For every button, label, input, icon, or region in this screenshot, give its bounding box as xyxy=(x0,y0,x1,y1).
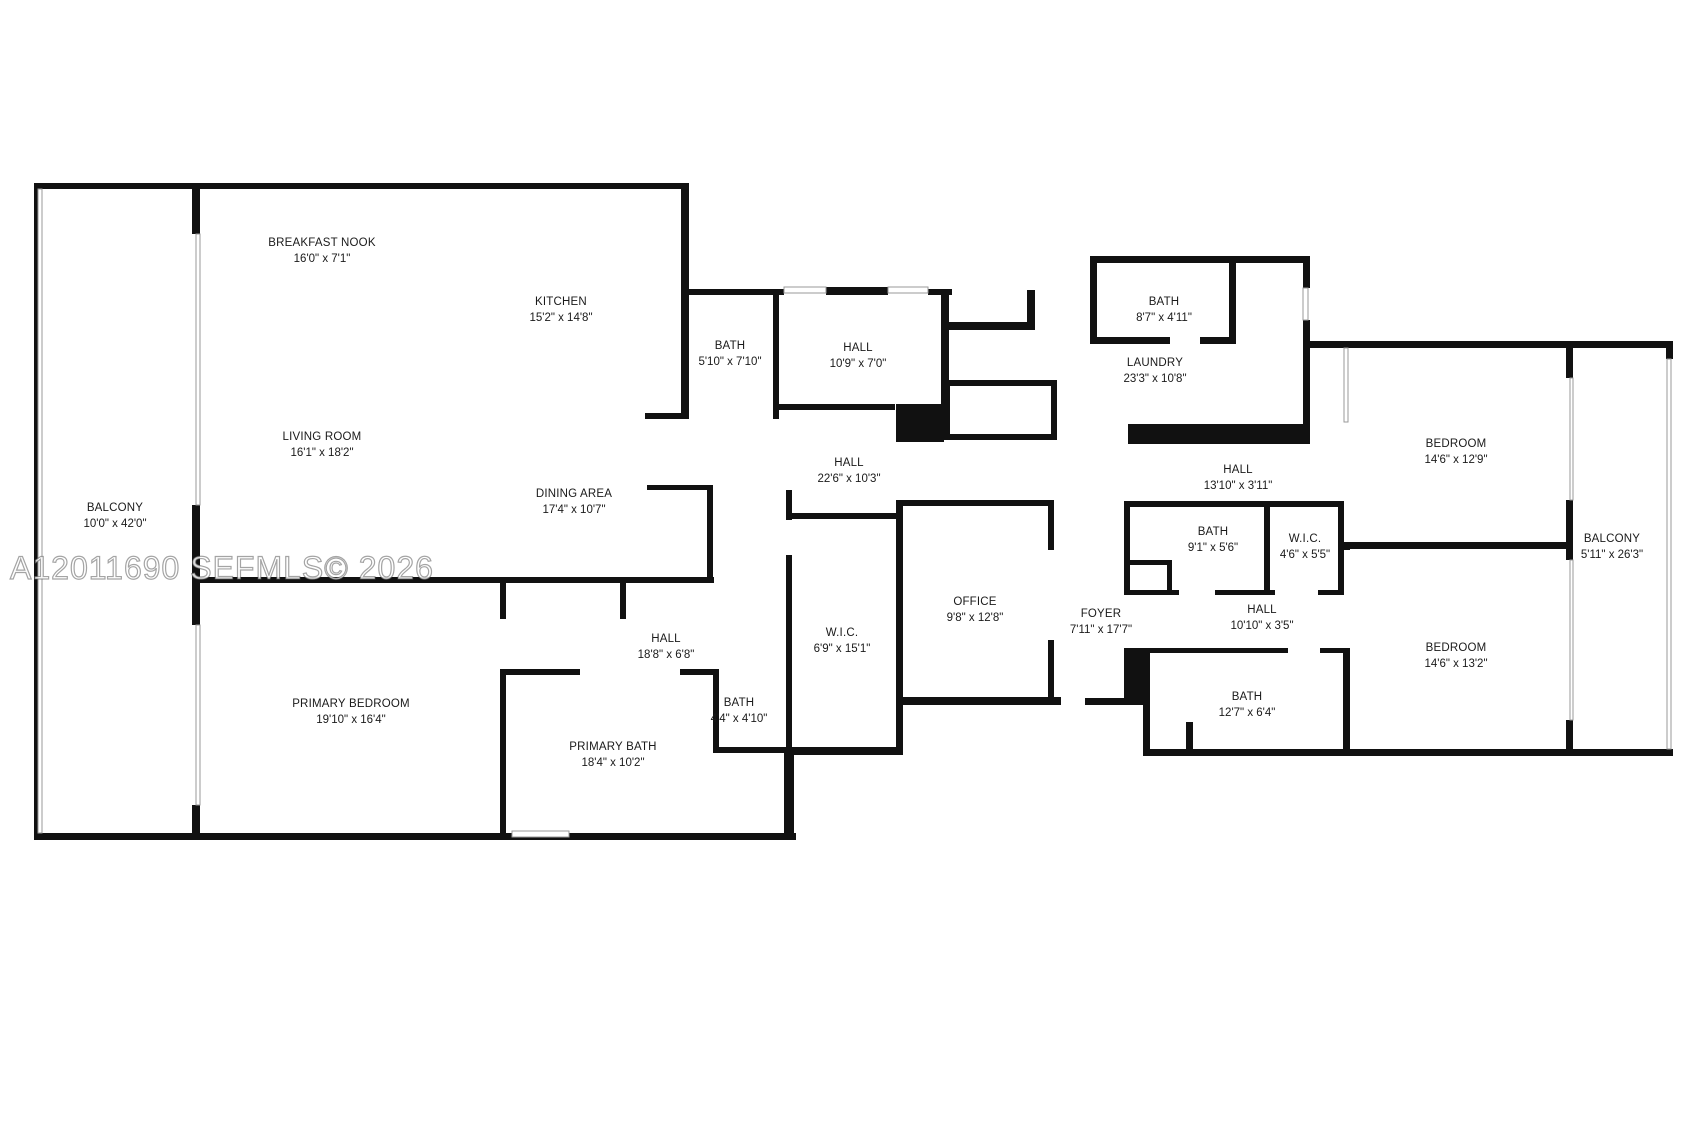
room-dimensions: 9'1" x 5'6" xyxy=(1188,542,1238,554)
room-hall-1: HALL 10'9" x 7'0" xyxy=(830,342,887,370)
room-hall-primary: HALL 18'8" x 6'8" xyxy=(638,633,695,661)
watermark: A12011690 SEFMLS© 2026 xyxy=(9,549,434,586)
room-hall-east: HALL 13'10" x 3'11" xyxy=(1204,464,1273,492)
room-bedroom-1: BEDROOM 14'6" x 12'9" xyxy=(1424,438,1487,466)
room-bedroom-2: BEDROOM 14'6" x 13'2" xyxy=(1424,642,1487,670)
room-dimensions: 4'6" x 5'5" xyxy=(1280,549,1330,561)
room-dimensions: 10'0" x 42'0" xyxy=(83,518,146,530)
walls xyxy=(34,183,1673,840)
room-dimensions: 17'4" x 10'7" xyxy=(542,504,605,516)
room-living-room: LIVING ROOM 16'1" x 18'2" xyxy=(283,431,362,459)
room-name: BATH xyxy=(724,697,755,709)
room-dimensions: 22'6" x 10'3" xyxy=(817,473,880,485)
room-dimensions: 10'10" x 3'5" xyxy=(1230,620,1293,632)
room-name: W.I.C. xyxy=(1289,533,1322,545)
room-name: BATH xyxy=(715,340,746,352)
room-name: BEDROOM xyxy=(1426,438,1487,450)
room-bath-5: BATH 12'7" x 6'4" xyxy=(1219,691,1276,719)
room-name: DINING AREA xyxy=(536,488,612,500)
room-name: BREAKFAST NOOK xyxy=(268,237,376,249)
room-bath-2: BATH 8'7" x 4'11" xyxy=(1136,296,1192,324)
room-balcony-east: BALCONY 5'11" x 26'3" xyxy=(1581,533,1643,561)
room-dimensions: 14'6" x 12'9" xyxy=(1424,454,1487,466)
room-name: OFFICE xyxy=(953,596,996,608)
room-dimensions: 12'7" x 6'4" xyxy=(1219,707,1276,719)
room-primary-bedroom: PRIMARY BEDROOM 19'10" x 16'4" xyxy=(292,698,410,726)
room-dimensions: 5'10" x 7'10" xyxy=(698,356,761,368)
room-dimensions: 19'10" x 16'4" xyxy=(316,714,385,726)
room-name: LIVING ROOM xyxy=(283,431,362,443)
room-dimensions: 16'0" x 7'1" xyxy=(294,253,351,265)
room-name: BATH xyxy=(1149,296,1180,308)
room-dining-area: DINING AREA 17'4" x 10'7" xyxy=(536,488,612,516)
room-bath-3: BATH 9'1" x 5'6" xyxy=(1188,526,1238,554)
room-dimensions: 8'7" x 4'11" xyxy=(1136,312,1192,324)
room-dimensions: 23'3" x 10'8" xyxy=(1123,373,1186,385)
room-hall-small: HALL 10'10" x 3'5" xyxy=(1230,604,1293,632)
room-name: HALL xyxy=(834,457,864,469)
room-hall-main: HALL 22'6" x 10'3" xyxy=(817,457,880,485)
room-name: BALCONY xyxy=(1584,533,1640,545)
room-name: HALL xyxy=(1223,464,1253,476)
room-name: PRIMARY BATH xyxy=(569,741,656,753)
room-dimensions: 18'4" x 10'2" xyxy=(581,757,644,769)
room-dimensions: 13'10" x 3'11" xyxy=(1204,480,1273,492)
room-primary-bath: PRIMARY BATH 18'4" x 10'2" xyxy=(569,741,656,769)
room-kitchen: KITCHEN 15'2" x 14'8" xyxy=(529,296,592,324)
room-name: W.I.C. xyxy=(826,627,859,639)
room-labels: BREAKFAST NOOK 16'0" x 7'1" KITCHEN 15'2" x… xyxy=(83,237,1643,769)
room-dimensions: 16'1" x 18'2" xyxy=(290,447,353,459)
room-name: HALL xyxy=(651,633,681,645)
windows xyxy=(37,188,1672,838)
room-wic-primary: W.I.C. 6'9" x 15'1" xyxy=(814,627,871,655)
room-name: HALL xyxy=(1247,604,1277,616)
room-foyer: FOYER 7'11" x 17'7" xyxy=(1070,608,1132,636)
room-dimensions: 18'8" x 6'8" xyxy=(638,649,695,661)
room-name: BALCONY xyxy=(87,502,143,514)
room-name: BATH xyxy=(1198,526,1229,538)
room-bath-4: BATH 4'4" x 4'10" xyxy=(711,697,768,725)
room-name: BATH xyxy=(1232,691,1263,703)
room-laundry: LAUNDRY 23'3" x 10'8" xyxy=(1123,357,1186,385)
room-dimensions: 6'9" x 15'1" xyxy=(814,643,871,655)
room-bath-1: BATH 5'10" x 7'10" xyxy=(698,340,761,368)
room-dimensions: 7'11" x 17'7" xyxy=(1070,624,1132,636)
room-office: OFFICE 9'8" x 12'8" xyxy=(947,596,1004,624)
room-breakfast-nook: BREAKFAST NOOK 16'0" x 7'1" xyxy=(268,237,376,265)
room-name: LAUNDRY xyxy=(1127,357,1183,369)
room-dimensions: 9'8" x 12'8" xyxy=(947,612,1004,624)
room-wic-east: W.I.C. 4'6" x 5'5" xyxy=(1280,533,1330,561)
room-name: PRIMARY BEDROOM xyxy=(292,698,410,710)
room-dimensions: 4'4" x 4'10" xyxy=(711,713,768,725)
room-dimensions: 10'9" x 7'0" xyxy=(830,358,887,370)
room-dimensions: 15'2" x 14'8" xyxy=(529,312,592,324)
room-name: HALL xyxy=(843,342,873,354)
room-name: FOYER xyxy=(1081,608,1122,620)
room-balcony-west: BALCONY 10'0" x 42'0" xyxy=(83,502,146,530)
room-name: BEDROOM xyxy=(1426,642,1487,654)
room-name: KITCHEN xyxy=(535,296,587,308)
room-dimensions: 14'6" x 13'2" xyxy=(1424,658,1487,670)
room-dimensions: 5'11" x 26'3" xyxy=(1581,549,1643,561)
